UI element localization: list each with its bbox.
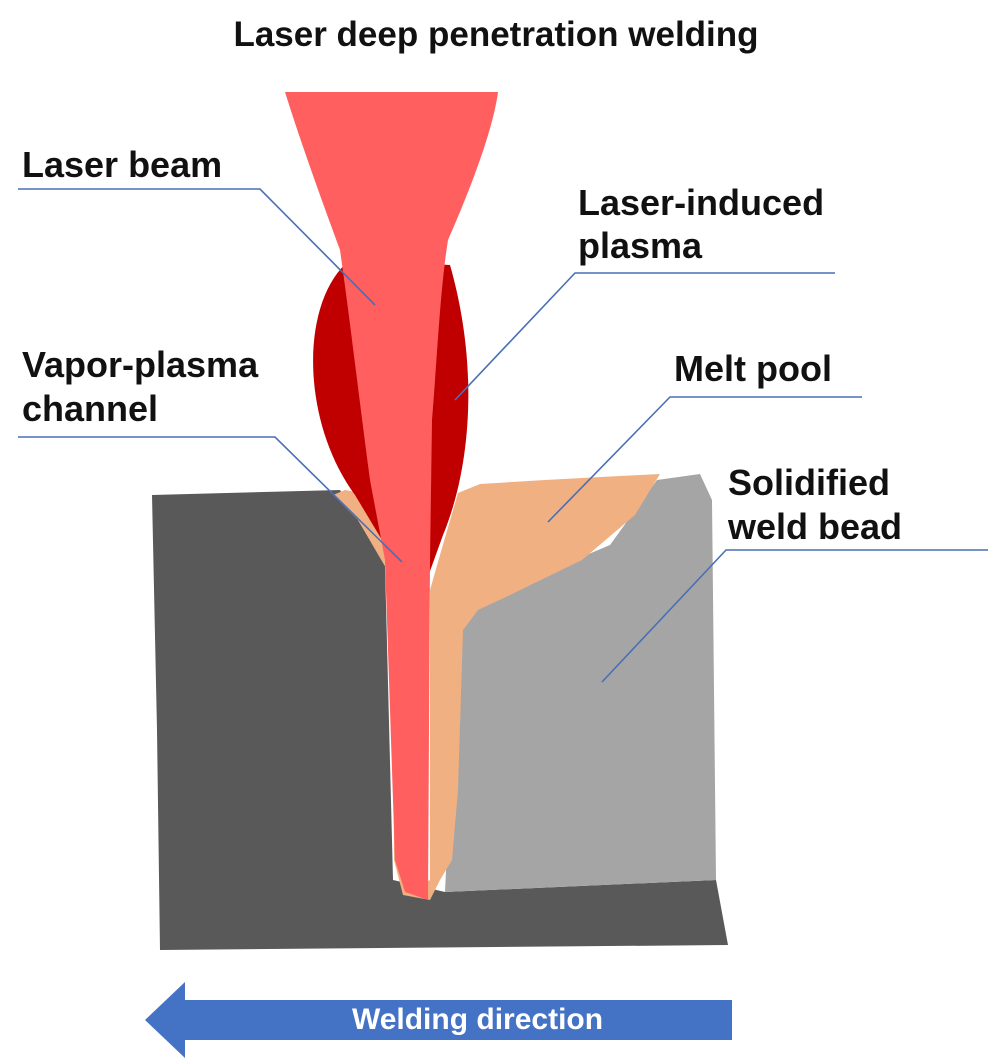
label-solidified-weld-bead-line2: weld bead bbox=[728, 506, 903, 547]
leader-lines bbox=[18, 188, 988, 683]
leader-line-solidified-weld-bead bbox=[601, 549, 988, 683]
label-vapor-plasma-channel-line2: channel bbox=[22, 388, 159, 429]
label-solidified-weld-bead-line1: Solidified bbox=[728, 462, 890, 503]
laser-beam bbox=[285, 92, 498, 900]
solidified-weld-bead bbox=[445, 474, 716, 892]
label-laser-beam: Laser beam bbox=[22, 144, 223, 185]
melt-pool bbox=[333, 474, 660, 900]
leader-line-laser-beam bbox=[18, 188, 376, 306]
welding-direction-arrow bbox=[145, 982, 732, 1058]
leader-line-vapor-plasma-channel bbox=[18, 436, 403, 563]
label-melt-pool: Melt pool bbox=[674, 348, 832, 389]
label-vapor-plasma-channel-line1: Vapor-plasma bbox=[22, 344, 259, 385]
label-laser-induced-plasma-line1: Laser-induced bbox=[578, 182, 825, 223]
base-metal-block bbox=[152, 490, 728, 950]
leader-line-melt-pool bbox=[547, 396, 862, 523]
welding-direction-label: Welding direction bbox=[351, 1003, 604, 1036]
leader-line-laser-induced-plasma bbox=[454, 272, 835, 401]
label-laser-induced-plasma-line2: plasma bbox=[578, 225, 703, 266]
diagram-title: Laser deep penetration welding bbox=[233, 15, 759, 54]
